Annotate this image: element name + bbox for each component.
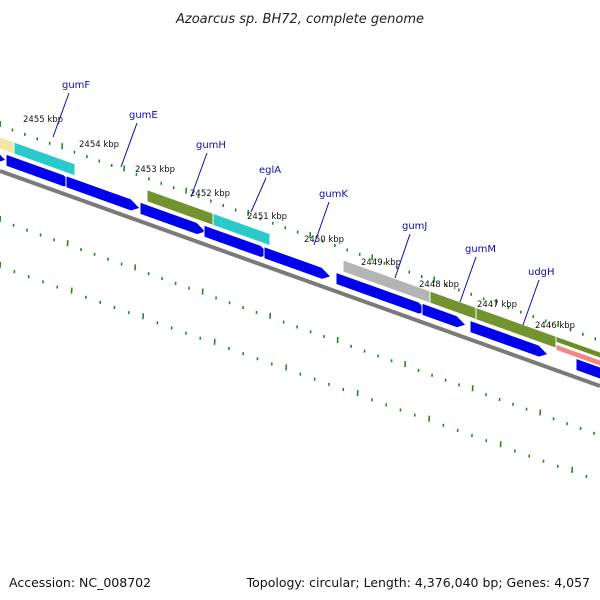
gene-leader-udgH: [522, 279, 540, 326]
gene-leader-gumH: [190, 152, 208, 198]
page-title: Azoarcus sp. BH72, complete genome: [175, 12, 424, 27]
kbp-label-2455-kbp: 2455 kbp: [23, 115, 63, 125]
gene-label-gumF: gumF: [62, 80, 90, 91]
cds-arrow-1: [0, 153, 7, 163]
cog-feature-track: [0, 136, 600, 367]
gene-leader-gumF: [52, 92, 70, 138]
gene-leader-eglA: [250, 177, 267, 213]
gene-leader-gumE: [120, 122, 138, 168]
genome-summary: Topology: circular; Length: 4,376,040 bp…: [246, 575, 590, 590]
outer-tick-track: [0, 120, 597, 341]
gene-label-eglA: eglA: [259, 165, 281, 176]
cds-track: [0, 153, 600, 380]
kbp-label-2450-kbp: 2450 kbp: [304, 235, 344, 245]
cds-arrow-8: [421, 302, 467, 329]
gene-leader-gumK: [313, 201, 330, 246]
gene-leader-gumM: [459, 256, 477, 303]
cog-block-8: [555, 335, 600, 359]
kbp-label-2454-kbp: 2454 kbp: [79, 140, 119, 150]
kbp-label-2446-kbp: 2446 kbp: [535, 321, 575, 331]
backbone-highlight: [0, 165, 600, 382]
cog-block-1: [0, 136, 15, 155]
gene-label-gumE: gumE: [129, 110, 158, 121]
inner-tick-track-2: [0, 261, 588, 479]
kbp-label-2451-kbp: 2451 kbp: [247, 212, 287, 222]
genome-backbone: [0, 165, 600, 388]
backbone-line: [0, 169, 600, 388]
cds-arrow-9: [469, 319, 549, 358]
cds-arrow-10: [575, 357, 600, 380]
kbp-label-2448-kbp: 2448 kbp: [419, 280, 459, 290]
gene-labels: gumF gumE gumH eglA gumK gumJ gumM udgH: [52, 80, 555, 326]
gene-label-gumK: gumK: [319, 189, 348, 200]
cog-block-2: [13, 141, 76, 177]
kbp-label-2452-kbp: 2452 kbp: [190, 189, 230, 199]
cds-arrow-4: [139, 201, 207, 236]
gene-leader-gumJ: [394, 233, 411, 279]
gene-label-gumM: gumM: [465, 244, 496, 255]
cog-block-4: [212, 212, 271, 247]
kbp-tick-labels: 2455 kbp 2454 kbp 2453 kbp 2452 kbp 2451 kbp…: [23, 115, 575, 331]
cds-arrow-3: [65, 174, 141, 212]
gene-label-gumH: gumH: [196, 140, 226, 151]
kbp-label-2449-kbp: 2449 kbp: [361, 258, 401, 268]
kbp-label-2453-kbp: 2453 kbp: [135, 165, 175, 175]
cds-arrow-6: [263, 245, 332, 280]
gene-label-gumJ: gumJ: [402, 221, 427, 232]
kbp-label-2447-kbp: 2447 kbp: [477, 300, 517, 310]
inner-tick-track: [0, 215, 595, 435]
accession-label: Accession: NC_008702: [9, 575, 151, 590]
gene-label-udgH: udgH: [528, 267, 555, 278]
cog-block-9: [555, 343, 600, 367]
